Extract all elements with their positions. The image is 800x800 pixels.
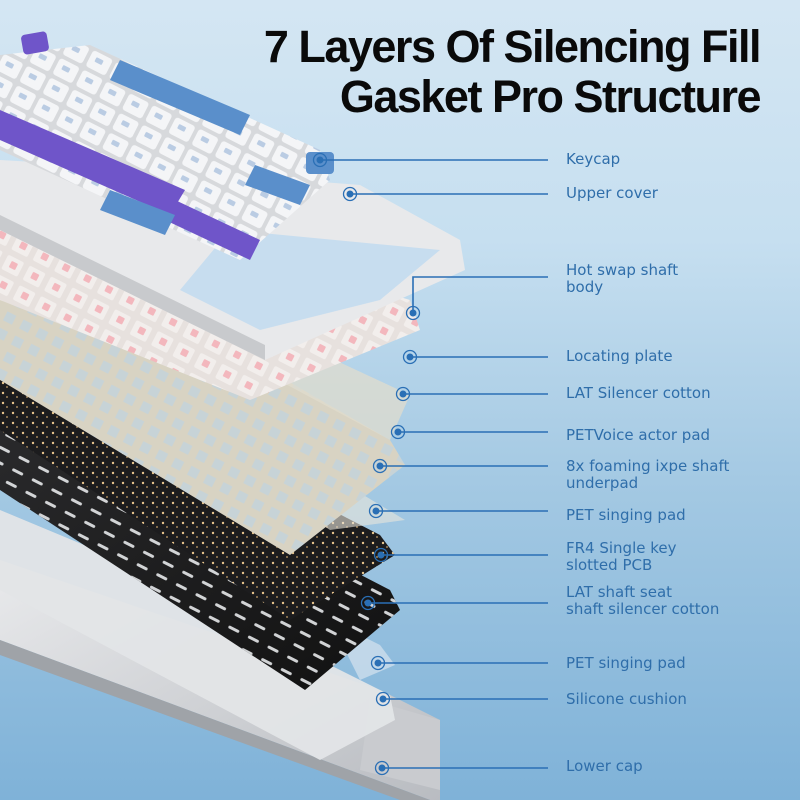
marker-upper-cover-icon (342, 186, 358, 202)
marker-locating-plate-icon (402, 349, 418, 365)
callout-label-upper-cover: Upper cover (566, 184, 658, 202)
marker-pet-2-icon (370, 655, 386, 671)
keycap-layer-shape (0, 45, 330, 260)
silicone-cushion-shape (0, 510, 395, 760)
callout-label-ixpe-shaft-underpad: 8x foaming ixpe shaft underpad (566, 457, 730, 492)
marker-ixpe-icon (372, 458, 388, 474)
callout-label-pet-singing-pad-1: PET singing pad (566, 506, 686, 524)
title-line-2: Gasket Pro Structure (339, 71, 762, 122)
title-line-1: 7 Layers Of Silencing Fill (263, 21, 762, 72)
marker-lat-silencer-icon (395, 386, 411, 402)
marker-pet-1-icon (368, 503, 384, 519)
marker-silicone-icon (375, 691, 391, 707)
callout-label-fr4-pcb: FR4 Single key slotted PCB (566, 539, 677, 574)
callout-label-petvoice-actor-pad: PETVoice actor pad (566, 426, 711, 444)
callout-label-lower-cap: Lower cap (566, 757, 643, 775)
callout-label-pet-singing-pad-2: PET singing pad (566, 654, 686, 672)
marker-keycap-icon (312, 152, 328, 168)
callout-line-hot-swap (412, 276, 548, 313)
marker-lower-cap-icon (374, 760, 390, 776)
callout-label-keycap: Keycap (566, 150, 621, 168)
marker-pcb-icon (373, 547, 389, 563)
marker-hot-swap-icon (405, 305, 421, 321)
callout-label-silicone-cushion: Silicone cushion (566, 690, 687, 708)
callout-label-lat-silencer-cotton: LAT Silencer cotton (566, 384, 711, 402)
callout-label-hot-swap-shaft-body: Hot swap shaft body (566, 261, 679, 296)
page-title: 7 Layers Of Silencing Fill Gasket Pro St… (263, 21, 762, 122)
marker-lat-seat-icon (360, 595, 376, 611)
callout-label-lat-shaft-seat-cotton: LAT shaft seat shaft silencer cotton (566, 583, 720, 618)
callout-label-locating-plate: Locating plate (566, 347, 673, 365)
marker-petvoice-icon (390, 424, 406, 440)
